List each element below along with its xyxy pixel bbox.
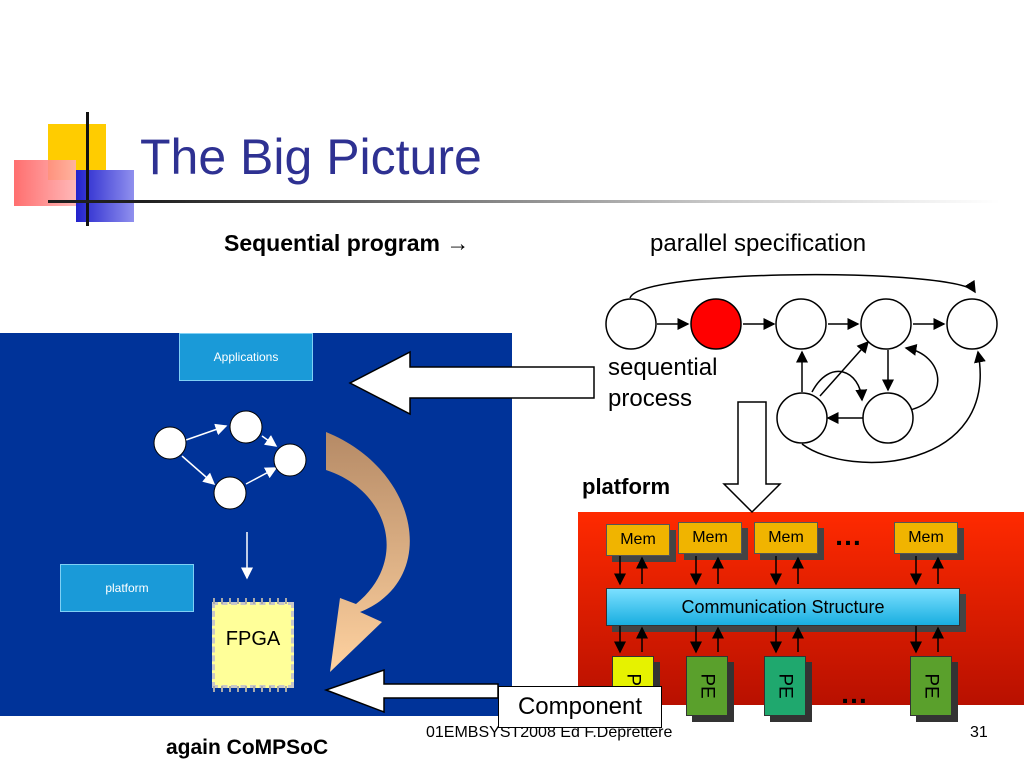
pe-block-2: PE: [686, 656, 728, 716]
mem-block-4: Mem: [894, 522, 958, 554]
arrow-to-fpga: [323, 668, 499, 714]
app-node-1: [153, 426, 187, 460]
applications-note: Applications: [179, 333, 313, 381]
parallel-specification-label: parallel specification: [650, 230, 867, 257]
sequential-process-line-2: process: [608, 385, 693, 412]
pe-block-3: PE: [764, 656, 806, 716]
process-node-1: [605, 298, 657, 350]
platform-label: platform: [582, 474, 670, 499]
component-label: Component: [498, 686, 662, 728]
edge-7-4-arc: [904, 343, 939, 411]
pe-ellipsis: …: [840, 678, 868, 709]
slide-page-number: 31: [970, 724, 988, 741]
sequential-process-node: [690, 298, 742, 350]
platform-interconnect: [614, 556, 944, 654]
slide-title: The Big Picture: [140, 129, 482, 185]
process-node-6: [776, 392, 828, 444]
process-node-5: [946, 298, 998, 350]
mem-ellipsis: …: [834, 520, 862, 551]
edge-top-arc: [629, 273, 976, 299]
edge-loop: [811, 370, 868, 402]
app-node-2: [229, 410, 263, 444]
fpga-pins: [213, 598, 287, 692]
edge-6-4: [819, 340, 869, 397]
fpga-label: FPGA: [225, 628, 281, 650]
process-node-3: [775, 298, 827, 350]
title-decoration-blue: [76, 170, 134, 222]
sequential-program-label: Sequential program →: [224, 230, 470, 256]
sequential-process-label: sequential process: [608, 352, 717, 414]
arrow-to-platform: [722, 401, 782, 514]
communication-structure: Communication Structure: [606, 588, 960, 626]
pe-block-4: PE: [910, 656, 952, 716]
platform-note: platform: [60, 564, 194, 612]
mem-block-2: Mem: [678, 522, 742, 554]
app-node-4: [213, 476, 247, 510]
mem-block-1: Mem: [606, 524, 670, 556]
process-node-7: [862, 392, 914, 444]
fpga-chip: [212, 602, 294, 688]
slide-footer: 01EMBSYST2008 Ed F.Deprettere: [426, 724, 673, 741]
application-graph: [153, 410, 307, 510]
app-node-3: [273, 443, 307, 477]
arrow-to-applications: [348, 350, 595, 416]
edge-6-5-arc: [801, 350, 986, 464]
title-decoration-red: [14, 160, 76, 206]
title-underline: [48, 200, 1000, 203]
title-decoration-line: [86, 112, 89, 226]
again-compsoc-label: again CoMPSoC: [166, 736, 329, 759]
process-node-4: [860, 298, 912, 350]
mem-block-3: Mem: [754, 522, 818, 554]
sequential-process-line-1: sequential: [608, 354, 718, 381]
process-network-graph: [605, 273, 998, 464]
mapping-curved-arrow: [326, 432, 410, 672]
